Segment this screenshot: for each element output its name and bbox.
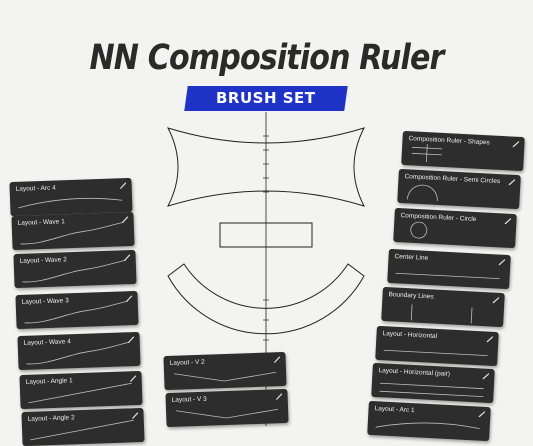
brush-stroke-path: [379, 382, 484, 398]
page-title: NN Composition Ruler: [89, 38, 444, 78]
brush-card[interactable]: Layout - Wave 1: [11, 211, 135, 251]
brush-stroke-preview: [22, 259, 126, 283]
brush-stroke-path: [20, 221, 124, 245]
brush-stroke-preview: [26, 341, 130, 365]
brush-stroke-path: [26, 341, 130, 365]
pen-icon: [130, 375, 137, 382]
brush-stroke-preview: [411, 144, 443, 163]
brush-stroke-preview: [176, 408, 279, 419]
pen-icon: [492, 297, 500, 304]
brush-card[interactable]: Layout - Horizontal (pair): [371, 362, 495, 404]
brush-card[interactable]: Layout - Arc 4: [9, 177, 133, 217]
brush-stroke-path: [395, 272, 500, 280]
brush-stroke-path: [174, 371, 277, 382]
pen-icon: [122, 216, 129, 223]
hourglass-shape: [167, 127, 365, 207]
pen-icon: [126, 295, 133, 302]
pen-icon: [128, 336, 135, 343]
pen-icon: [276, 393, 283, 400]
pen-icon: [478, 411, 486, 418]
brush-stroke-preview: [395, 272, 500, 280]
brush-stroke-preview: [20, 221, 124, 245]
pen-icon: [120, 182, 127, 189]
brush-card[interactable]: Center Line: [387, 248, 511, 290]
brush-stroke-preview: [406, 184, 438, 201]
brush-stroke-preview: [18, 197, 123, 209]
brush-card[interactable]: Layout - Arc 1: [367, 400, 491, 442]
brush-stroke-path: [18, 197, 123, 209]
pen-icon: [512, 141, 520, 148]
brush-card[interactable]: Layout - V 2: [163, 351, 287, 391]
pen-icon: [132, 412, 139, 419]
brush-stroke-path: [176, 408, 279, 419]
brush-stroke-preview: [24, 300, 128, 324]
brush-stroke-preview: [410, 221, 428, 239]
brush-card[interactable]: Composition Ruler - Shapes: [401, 130, 525, 172]
brush-stroke-preview: [30, 419, 134, 441]
pen-icon: [482, 373, 490, 380]
brush-stroke-preview: [174, 371, 277, 382]
brush-stroke-path: [30, 419, 134, 441]
brush-stroke-path: [28, 382, 132, 404]
brush-stroke-preview: [410, 304, 473, 324]
center-rectangle: [219, 222, 313, 248]
pen-icon: [508, 179, 516, 186]
pen-icon: [124, 254, 131, 261]
brush-stroke-path: [410, 221, 428, 239]
brush-stroke-path: [410, 304, 473, 324]
brush-card[interactable]: Layout - Horizontal: [375, 325, 499, 367]
brush-card[interactable]: Boundary Lines: [381, 286, 505, 328]
brush-card[interactable]: Layout - Wave 4: [17, 331, 141, 371]
brush-stroke-path: [22, 259, 126, 283]
brush-stroke-path: [411, 144, 443, 163]
brush-card[interactable]: Layout - Angle 1: [19, 370, 143, 410]
brush-card[interactable]: Layout - Wave 2: [13, 249, 137, 289]
brush-stroke-preview: [383, 349, 488, 357]
arc-band-shape: [167, 263, 365, 335]
brush-stroke-path: [375, 422, 480, 430]
brush-stroke-path: [406, 184, 438, 201]
pen-icon: [486, 336, 494, 343]
brush-card[interactable]: Layout - Wave 3: [15, 290, 139, 330]
brush-stroke-preview: [375, 422, 480, 430]
brush-stroke-preview: [379, 382, 484, 398]
pen-icon: [498, 259, 506, 266]
brush-card[interactable]: Layout - V 3: [165, 388, 289, 428]
brush-card[interactable]: Composition Ruler - Semi Circles: [397, 168, 521, 210]
brush-stroke-path: [383, 349, 488, 357]
brush-card[interactable]: Layout - Angle 2: [21, 407, 145, 446]
brush-stroke-preview: [28, 382, 132, 404]
ruler-ticks: [263, 135, 269, 341]
pen-icon: [274, 356, 281, 363]
pen-icon: [504, 218, 512, 225]
brush-card[interactable]: Composition Ruler - Circle: [393, 207, 517, 249]
brush-stroke-path: [24, 300, 128, 324]
